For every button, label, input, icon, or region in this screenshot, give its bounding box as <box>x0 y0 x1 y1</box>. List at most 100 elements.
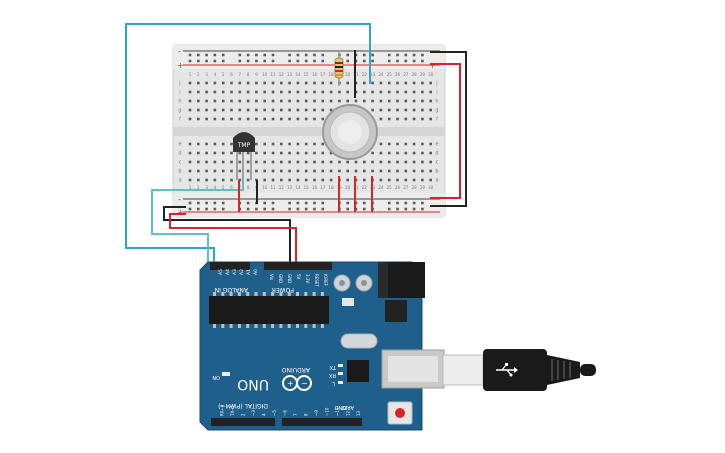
breadboard-hole[interactable] <box>255 117 258 121</box>
temperature-sensor[interactable]: TMP <box>233 132 255 180</box>
breadboard-hole[interactable] <box>271 108 275 112</box>
breadboard-hole[interactable] <box>404 169 408 173</box>
breadboard-hole[interactable] <box>230 178 233 182</box>
breadboard-hole[interactable] <box>238 151 242 155</box>
breadboard-hole[interactable] <box>188 90 192 94</box>
breadboard-hole[interactable] <box>379 99 383 103</box>
breadboard-hole[interactable] <box>263 108 266 112</box>
breadboard-hole[interactable] <box>313 53 316 57</box>
breadboard-hole[interactable] <box>271 178 275 182</box>
breadboard-hole[interactable] <box>421 117 424 121</box>
reset-button-cap[interactable] <box>395 408 405 418</box>
breadboard-hole[interactable] <box>338 160 341 164</box>
breadboard-hole[interactable] <box>288 169 291 173</box>
breadboard-hole[interactable] <box>271 117 275 121</box>
breadboard-hole[interactable] <box>387 142 391 146</box>
breadboard-hole[interactable] <box>238 108 242 112</box>
breadboard-hole[interactable] <box>238 160 242 164</box>
breadboard-hole[interactable] <box>213 90 217 94</box>
breadboard-hole[interactable] <box>421 151 424 155</box>
breadboard-hole[interactable] <box>221 142 225 146</box>
breadboard-hole[interactable] <box>221 151 225 155</box>
breadboard-hole[interactable] <box>221 178 225 182</box>
breadboard-hole[interactable] <box>421 90 424 94</box>
breadboard-hole[interactable] <box>246 99 250 103</box>
breadboard-hole[interactable] <box>346 90 349 94</box>
breadboard-hole[interactable] <box>321 117 325 121</box>
breadboard-hole[interactable] <box>263 59 266 63</box>
breadboard-hole[interactable] <box>304 207 308 211</box>
breadboard-hole[interactable] <box>379 178 383 182</box>
breadboard-hole[interactable] <box>412 207 416 211</box>
breadboard-hole[interactable] <box>230 81 233 85</box>
breadboard-hole[interactable] <box>188 151 192 155</box>
breadboard-hole[interactable] <box>230 117 233 121</box>
breadboard-hole[interactable] <box>313 160 316 164</box>
breadboard-hole[interactable] <box>404 178 408 182</box>
breadboard-hole[interactable] <box>396 108 399 112</box>
breadboard-hole[interactable] <box>238 169 242 173</box>
breadboard-hole[interactable] <box>338 90 341 94</box>
breadboard-hole[interactable] <box>280 99 283 103</box>
breadboard-hole[interactable] <box>271 160 275 164</box>
breadboard-hole[interactable] <box>263 169 266 173</box>
breadboard-hole[interactable] <box>421 201 424 205</box>
breadboard-hole[interactable] <box>288 201 291 205</box>
breadboard-hole[interactable] <box>213 59 217 63</box>
breadboard-hole[interactable] <box>197 178 200 182</box>
breadboard-hole[interactable] <box>321 207 325 211</box>
breadboard-hole[interactable] <box>396 160 399 164</box>
breadboard-hole[interactable] <box>288 53 291 57</box>
breadboard-hole[interactable] <box>379 81 383 85</box>
breadboard-hole[interactable] <box>205 59 208 63</box>
breadboard-hole[interactable] <box>188 178 192 182</box>
breadboard-hole[interactable] <box>329 151 333 155</box>
breadboard-hole[interactable] <box>288 81 291 85</box>
breadboard-hole[interactable] <box>321 178 325 182</box>
breadboard-hole[interactable] <box>329 169 333 173</box>
breadboard-hole[interactable] <box>387 108 391 112</box>
breadboard-hole[interactable] <box>354 99 358 103</box>
breadboard-hole[interactable] <box>246 207 250 211</box>
breadboard-hole[interactable] <box>387 160 391 164</box>
breadboard-hole[interactable] <box>288 160 291 164</box>
gnd-black-wire[interactable] <box>163 206 291 262</box>
breadboard-hole[interactable] <box>313 151 316 155</box>
breadboard-hole[interactable] <box>271 142 275 146</box>
breadboard-hole[interactable] <box>280 108 283 112</box>
breadboard-hole[interactable] <box>296 99 300 103</box>
breadboard-hole[interactable] <box>213 117 217 121</box>
breadboard-hole[interactable] <box>363 207 366 211</box>
breadboard-hole[interactable] <box>354 169 358 173</box>
breadboard-hole[interactable] <box>421 160 424 164</box>
breadboard-hole[interactable] <box>221 59 225 63</box>
breadboard-hole[interactable] <box>379 117 383 121</box>
breadboard-hole[interactable] <box>288 108 291 112</box>
breadboard-hole[interactable] <box>329 108 333 112</box>
breadboard-hole[interactable] <box>329 90 333 94</box>
breadboard-hole[interactable] <box>429 90 432 94</box>
breadboard-hole[interactable] <box>271 90 275 94</box>
breadboard-hole[interactable] <box>246 90 250 94</box>
breadboard-hole[interactable] <box>329 99 333 103</box>
breadboard-hole[interactable] <box>371 108 374 112</box>
breadboard-hole[interactable] <box>421 53 424 57</box>
breadboard-hole[interactable] <box>246 117 250 121</box>
breadboard-hole[interactable] <box>412 99 416 103</box>
breadboard-hole[interactable] <box>213 53 217 57</box>
breadboard-hole[interactable] <box>280 81 283 85</box>
breadboard-hole[interactable] <box>346 178 349 182</box>
breadboard-hole[interactable] <box>288 207 291 211</box>
breadboard-hole[interactable] <box>412 117 416 121</box>
breadboard-hole[interactable] <box>230 142 233 146</box>
breadboard-hole[interactable] <box>387 117 391 121</box>
breadboard-hole[interactable] <box>188 142 192 146</box>
breadboard-hole[interactable] <box>246 59 250 63</box>
breadboard-hole[interactable] <box>205 142 208 146</box>
breadboard-hole[interactable] <box>313 90 316 94</box>
breadboard-hole[interactable] <box>363 201 366 205</box>
breadboard-hole[interactable] <box>404 108 408 112</box>
breadboard-hole[interactable] <box>396 53 399 57</box>
breadboard-hole[interactable] <box>304 108 308 112</box>
